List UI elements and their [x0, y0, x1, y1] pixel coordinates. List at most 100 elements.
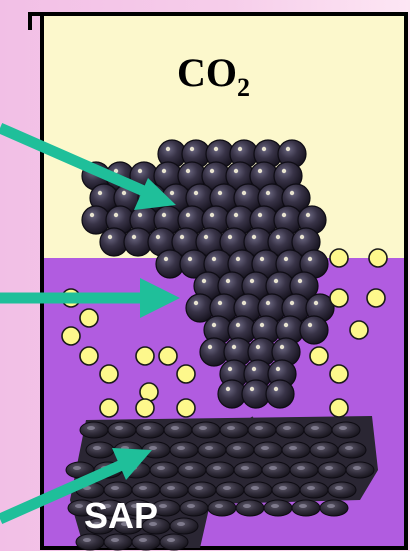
co2-bubble — [176, 398, 196, 418]
grape-highlight — [281, 212, 287, 218]
top-arrow — [0, 122, 176, 210]
sap-grape-highlight — [139, 486, 147, 490]
sap-grape — [169, 517, 199, 535]
grape-highlight — [275, 366, 281, 372]
co2-bubble — [99, 398, 119, 418]
sap-grape-highlight — [223, 486, 231, 490]
grape-highlight — [307, 256, 313, 262]
grape-highlight — [231, 344, 237, 350]
sap-grape-highlight — [93, 446, 101, 450]
grape-highlight — [273, 386, 279, 392]
sap-grape-highlight — [187, 504, 195, 508]
grape-highlight — [241, 300, 247, 306]
sap-grape-highlight — [87, 426, 95, 430]
co2-bubble — [366, 288, 386, 308]
sap-grape-highlight — [255, 426, 263, 430]
co2-label-subscript: 2 — [237, 73, 250, 102]
sap-grape-highlight — [73, 466, 81, 470]
grape-highlight — [235, 256, 241, 262]
sap-grape — [179, 499, 209, 517]
sap-grape-highlight — [103, 504, 111, 508]
co2-bubble — [61, 326, 81, 346]
grape-highlight — [275, 234, 281, 240]
sap-grape — [235, 499, 265, 517]
grape-highlight — [261, 146, 267, 152]
sap-grape — [131, 533, 161, 551]
grape-highlight — [161, 168, 167, 174]
grape-highlight — [225, 386, 231, 392]
sap-grape-highlight — [311, 426, 319, 430]
sap-grape-highlight — [251, 486, 259, 490]
grape-highlight — [241, 190, 247, 196]
grape-highlight — [113, 168, 119, 174]
grape-highlight — [289, 190, 295, 196]
sap-grape-highlight — [261, 446, 269, 450]
grape-highlight — [227, 234, 233, 240]
co2-bubble — [139, 382, 159, 402]
co2-bubble — [329, 288, 349, 308]
grape-highlight — [209, 212, 215, 218]
grape-highlight — [89, 212, 95, 218]
sap-grape — [243, 481, 273, 499]
sap-grape — [169, 441, 199, 459]
co2-bubble — [176, 364, 196, 384]
grape-highlight — [265, 300, 271, 306]
sap-grape-highlight — [143, 426, 151, 430]
sap-grape-highlight — [271, 504, 279, 508]
sap-grape — [271, 481, 301, 499]
co2-label: CO2 — [177, 50, 250, 102]
sap-grape — [225, 441, 255, 459]
grape-highlight — [249, 278, 255, 284]
sap-grape-highlight — [121, 522, 129, 526]
grape-highlight — [179, 234, 185, 240]
grape-berry — [299, 315, 329, 345]
grape-highlight — [97, 190, 103, 196]
sap-grape — [275, 421, 305, 439]
sap-grape — [187, 481, 217, 499]
grape-highlight — [137, 168, 143, 174]
sap-grape — [289, 461, 319, 479]
co2-bubble — [368, 248, 388, 268]
sap-grape-highlight — [167, 486, 175, 490]
sap-grape — [303, 421, 333, 439]
sap-grape — [107, 421, 137, 439]
sap-grape — [207, 499, 237, 517]
grape-highlight — [211, 256, 217, 262]
grape-highlight — [201, 278, 207, 284]
sap-grape — [319, 499, 349, 517]
sap-grape-highlight — [335, 486, 343, 490]
grape-highlight — [189, 146, 195, 152]
grape-highlight — [163, 256, 169, 262]
sap-grape-highlight — [171, 426, 179, 430]
sap-grape — [215, 481, 245, 499]
co2-label-main: CO — [177, 50, 237, 95]
sap-grape — [163, 421, 193, 439]
sap-grape-highlight — [307, 486, 315, 490]
sap-grape-highlight — [111, 486, 119, 490]
grape-highlight — [237, 146, 243, 152]
sap-grape — [345, 461, 375, 479]
grape-highlight — [251, 366, 257, 372]
sap-grape — [177, 461, 207, 479]
sap-grape — [103, 533, 133, 551]
grape-highlight — [281, 168, 287, 174]
sap-grape-highlight — [213, 466, 221, 470]
sap-grape — [75, 533, 105, 551]
sap-grape-highlight — [185, 466, 193, 470]
sap-grape — [233, 461, 263, 479]
grape-highlight — [207, 344, 213, 350]
sap-grape — [337, 441, 367, 459]
co2-bubble — [79, 308, 99, 328]
grape-highlight — [187, 256, 193, 262]
grape-highlight — [217, 300, 223, 306]
grape-highlight — [259, 322, 265, 328]
sap-grape-highlight — [325, 466, 333, 470]
sap-grape — [281, 441, 311, 459]
sap-grape-highlight — [279, 486, 287, 490]
sap-grape-highlight — [149, 522, 157, 526]
grape-highlight — [283, 256, 289, 262]
sap-grape-highlight — [93, 522, 101, 526]
sap-grape — [85, 441, 115, 459]
sap-grape-highlight — [111, 538, 119, 542]
co2-bubble — [309, 346, 329, 366]
